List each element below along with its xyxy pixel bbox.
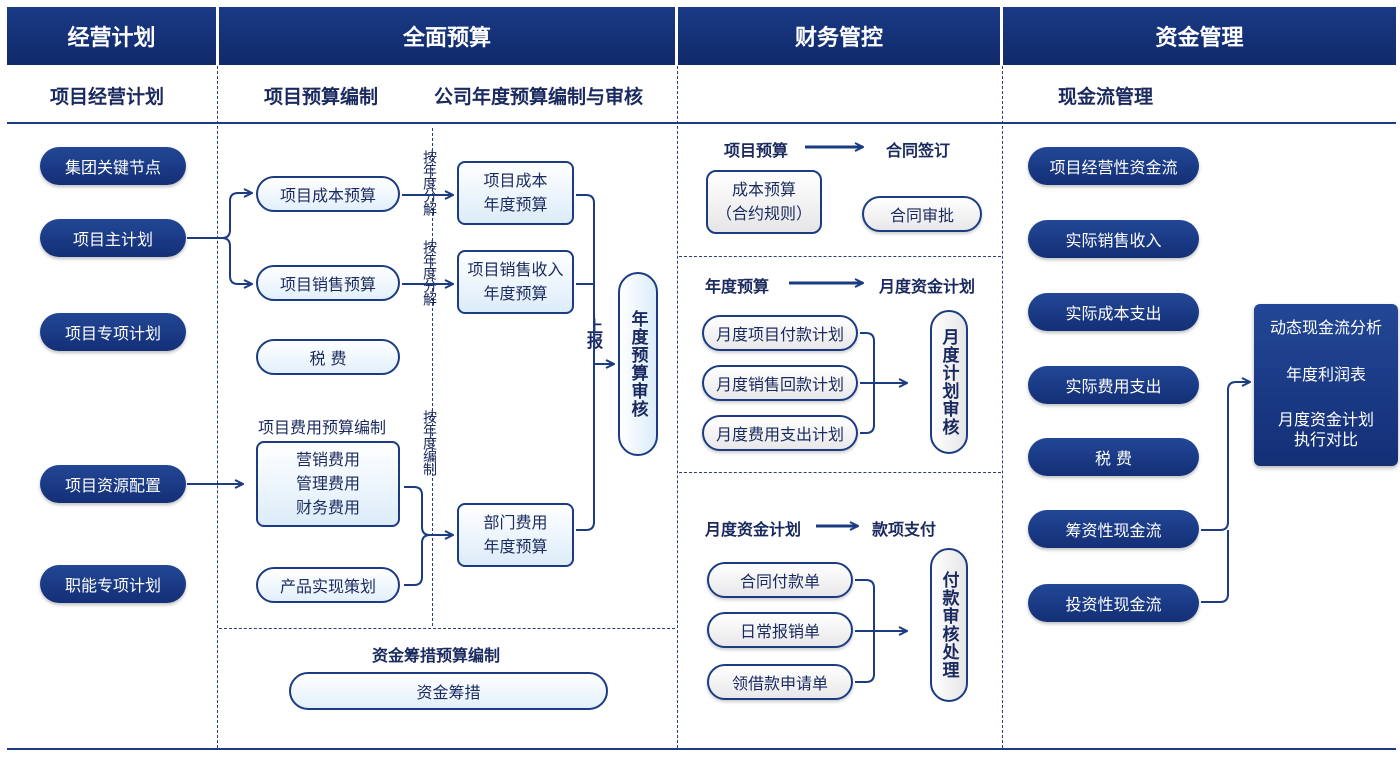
contract-payment-form[interactable]: 合同付款单 [707, 562, 853, 598]
plan-item-group-milestones[interactable]: 集团关键节点 [40, 147, 186, 185]
cost-budget-line: 成本预算 [731, 180, 796, 199]
cash-item-investing[interactable]: 投资性现金流 [1028, 584, 1199, 622]
cash-item-sales-income[interactable]: 实际销售收入 [1028, 220, 1199, 258]
plan-item-master-plan[interactable]: 项目主计划 [40, 219, 186, 257]
output-monthly-plan: 月度资金计划 [1277, 410, 1374, 429]
annual-sales-line: 项目销售收入 [467, 260, 564, 279]
cash-item-tax[interactable]: 税 费 [1028, 438, 1199, 476]
budget-sales[interactable]: 项目销售预算 [256, 265, 400, 301]
grid-top-line [7, 122, 1396, 124]
header-full-budget: 全面预算 [219, 7, 675, 65]
subheader-annual-budget: 公司年度预算编制与审核 [434, 86, 644, 108]
expense-budget-box[interactable]: 营销费用 管理费用 财务费用 [256, 441, 400, 527]
annual-cost-budget[interactable]: 项目成本 年度预算 [457, 161, 574, 225]
cost-budget-rules[interactable]: 成本预算 （合约规则） [706, 170, 822, 234]
cash-item-operating[interactable]: 项目经营性资金流 [1028, 147, 1199, 185]
finance-divider [679, 256, 1001, 257]
plan-item-special-plan[interactable]: 项目专项计划 [40, 313, 186, 351]
expense-claim-form[interactable]: 日常报销单 [707, 612, 853, 648]
annual-budget-review[interactable]: 年度预算审核 [618, 272, 658, 456]
monthly-collection-plan[interactable]: 月度销售回款计划 [702, 365, 858, 401]
flow3-from: 月度资金计划 [705, 520, 802, 539]
subheader-cashflow: 现金流管理 [1058, 86, 1154, 108]
expense-line: 营销费用 [295, 450, 360, 469]
column-divider [1002, 66, 1003, 748]
flow2-from: 年度预算 [705, 277, 770, 296]
annual-cost-line: 项目成本 [483, 171, 548, 190]
header-fund-management: 资金管理 [1003, 7, 1396, 65]
finance-divider [679, 472, 1001, 473]
fund-divider [219, 628, 675, 629]
flow2-to: 月度资金计划 [879, 277, 976, 296]
grid-bottom-line [7, 748, 1396, 750]
flow1-to: 合同签订 [886, 141, 951, 160]
contract-review[interactable]: 合同审批 [862, 196, 982, 232]
plan-item-resource-allocation[interactable]: 项目资源配置 [40, 465, 186, 503]
payment-review[interactable]: 付款审核处理 [930, 548, 968, 702]
output-annual-profit: 年度利润表 [1285, 365, 1366, 384]
split-label: 按年度分解 [421, 240, 437, 305]
monthly-expense-plan[interactable]: 月度费用支出计划 [702, 415, 858, 451]
cashflow-analysis-box[interactable]: 动态现金流分析 年度利润表 月度资金计划 执行对比 [1254, 304, 1398, 466]
dept-expense-budget[interactable]: 部门费用 年度预算 [457, 503, 574, 567]
dept-line: 年度预算 [483, 537, 548, 556]
column-divider [217, 66, 218, 748]
output-dynamic-cashflow: 动态现金流分析 [1269, 318, 1382, 337]
plan-item-functional-plan[interactable]: 职能专项计划 [40, 565, 186, 603]
loan-request-form[interactable]: 领借款申请单 [707, 664, 853, 700]
budget-cost[interactable]: 项目成本预算 [256, 176, 400, 212]
compile-label: 按年度编制 [421, 410, 437, 475]
annual-sales-budget[interactable]: 项目销售收入 年度预算 [457, 250, 574, 314]
annual-sales-line: 年度预算 [483, 284, 548, 303]
expense-budget-title: 项目费用预算编制 [258, 418, 387, 437]
cash-item-financing[interactable]: 筹资性现金流 [1028, 510, 1199, 548]
split-label: 按年度分解 [421, 150, 437, 215]
expense-line: 管理费用 [295, 474, 360, 493]
annual-cost-line: 年度预算 [483, 195, 548, 214]
monthly-plan-review[interactable]: 月度计划审核 [930, 310, 968, 454]
subheader-project-plan: 项目经营计划 [50, 86, 165, 108]
flow1-from: 项目预算 [724, 141, 789, 160]
fund-budget-title: 资金筹措预算编制 [372, 646, 501, 665]
expense-line: 财务费用 [295, 498, 360, 517]
budget-divider [432, 128, 433, 626]
cash-item-cost-expense[interactable]: 实际成本支出 [1028, 293, 1199, 331]
dept-line: 部门费用 [483, 513, 548, 532]
subheader-project-budget: 项目预算编制 [264, 86, 379, 108]
fund-raising[interactable]: 资金筹措 [289, 672, 608, 710]
header-finance-control: 财务管控 [678, 7, 1000, 65]
flow3-to: 款项支付 [872, 520, 937, 539]
column-divider [677, 66, 678, 748]
monthly-payment-plan[interactable]: 月度项目付款计划 [702, 315, 858, 351]
output-execution-compare: 执行对比 [1293, 430, 1358, 449]
cost-budget-line: （合约规则） [715, 204, 812, 223]
header-business-plan: 经营计划 [7, 7, 216, 65]
product-plan[interactable]: 产品实现策划 [256, 567, 400, 603]
cash-item-expense[interactable]: 实际费用支出 [1028, 366, 1199, 404]
budget-tax[interactable]: 税 费 [256, 339, 400, 375]
